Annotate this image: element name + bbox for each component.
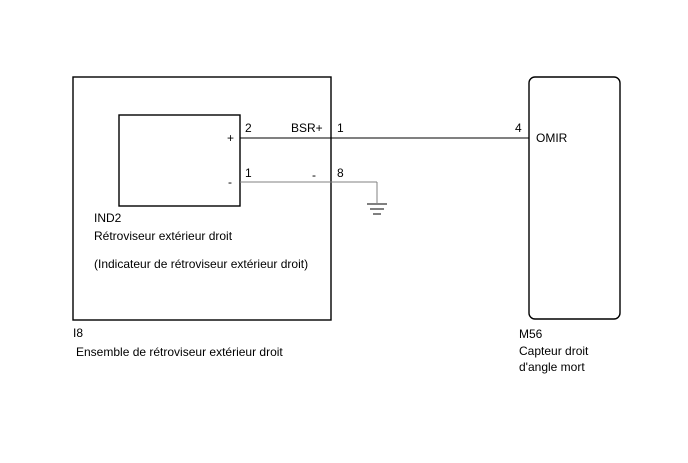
mirror-assembly-connector: I8 bbox=[73, 326, 83, 340]
indicator-code: IND2 bbox=[94, 211, 122, 225]
bsr-signal-label: BSR+ bbox=[291, 121, 323, 135]
ground-signal-label: - bbox=[312, 168, 316, 182]
blind-spot-sensor-box bbox=[528, 76, 621, 320]
indicator-pin-plus: 2 bbox=[245, 121, 252, 135]
mirror-pin-bsr: 1 bbox=[337, 121, 344, 135]
sensor-name-line2: d'angle mort bbox=[519, 360, 585, 374]
indicator-name: Rétroviseur extérieur droit bbox=[94, 229, 233, 243]
mirror-assembly-name: Ensemble de rétroviseur extérieur droit bbox=[76, 345, 283, 359]
sensor-connector: M56 bbox=[519, 327, 543, 341]
indicator-minus-mark: - bbox=[228, 175, 232, 189]
sensor-pin: 4 bbox=[515, 121, 522, 135]
sensor-signal-label: OMIR bbox=[536, 131, 568, 145]
mirror-pin-ground: 8 bbox=[337, 166, 344, 180]
indicator-pin-minus: 1 bbox=[245, 166, 252, 180]
sensor-name-line1: Capteur droit bbox=[519, 344, 589, 358]
indicator-note: (Indicateur de rétroviseur extérieur dro… bbox=[94, 257, 308, 271]
indicator-plus-mark: + bbox=[227, 131, 234, 145]
ground-symbol-icon bbox=[367, 203, 387, 215]
indicator-box bbox=[118, 114, 241, 207]
